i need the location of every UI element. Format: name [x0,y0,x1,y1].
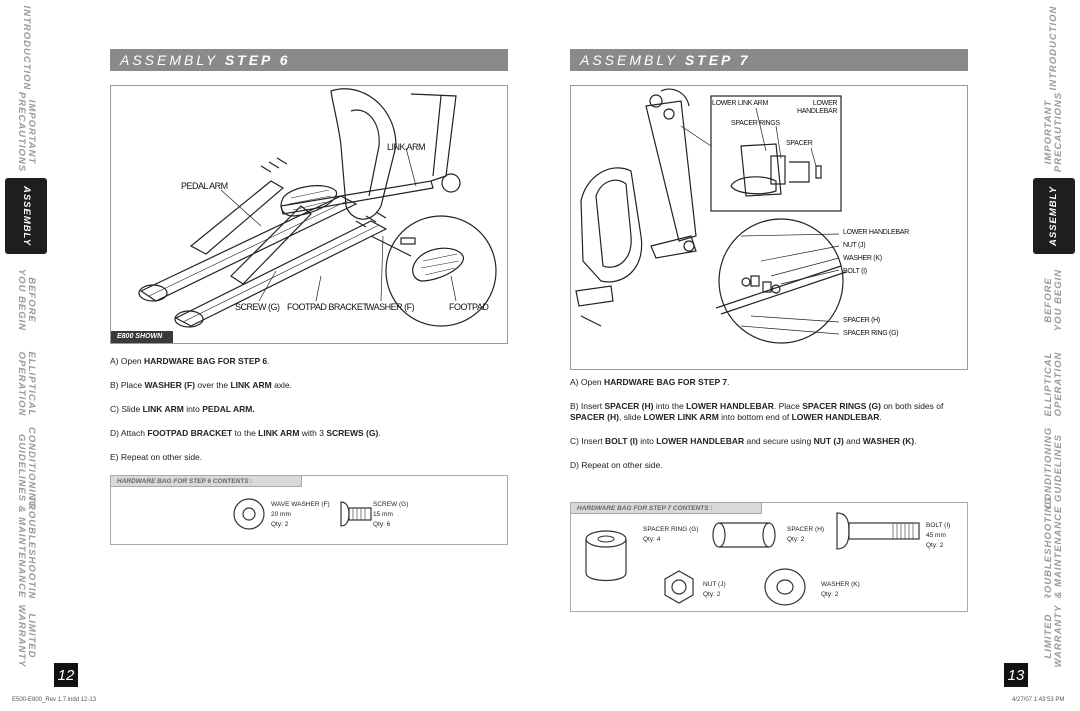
step-7-instructions: A) Open HARDWARE BAG FOR STEP 7. B) Inse… [570,377,970,484]
spacer-ring-icon [585,530,627,582]
label-washer: WASHER (F) [366,302,415,312]
step-6d: D) Attach FOOTPAD BRACKET to the LINK AR… [110,428,381,438]
step-7-figure: LOWER LINK ARM LOWER HANDLEBAR SPACER RI… [570,85,968,370]
tab-limited-warranty[interactable]: LIMITED WARRANTY [1033,598,1075,674]
step-7d: D) Repeat on other side. [570,460,663,470]
screw-g-size: 15 mm [373,511,393,518]
step-6a: A) Open HARDWARE BAG FOR STEP 6. [110,356,270,366]
right-section-tabs: INTRODUCTION IMPORTANT PRECAUTIONS ASSEM… [1033,6,1075,682]
step-6-hardware-box: HARDWARE BAG FOR STEP 6 CONTENTS : WAVE … [110,475,508,545]
label-footpad-bracket: FOOTPAD BRACKET [287,302,368,312]
step-7-hardware-box: HARDWARE BAG FOR STEP 7 CONTENTS : SPACE… [570,502,968,612]
label-spacer-ring-g: SPACER RING (G) [843,330,899,337]
washer-k-name: WASHER (K) [821,581,860,588]
step-6-header: ASSEMBLY STEP 6 [110,49,508,71]
bolt-i-name: BOLT (I) [926,522,951,529]
tab-conditioning-guidelines[interactable]: CONDITIONING GUIDELINES [1033,427,1075,509]
label-pedal-arm: PEDAL ARM [181,181,228,191]
model-shown-badge: E800 SHOWN [111,331,173,343]
label-spacer-h: SPACER (H) [843,317,880,324]
nut-j-qty: Qty: 2 [703,591,721,598]
nut-icon [664,570,694,604]
tab-assembly[interactable]: ASSEMBLY [1033,178,1075,254]
label-link-arm: LINK ARM [387,142,426,152]
tab-introduction[interactable]: INTRODUCTION [5,6,47,90]
tab-limited-warranty[interactable]: LIMITED WARRANTY [5,598,47,674]
bolt-icon [836,512,920,550]
hardware-title: HARDWARE BAG FOR STEP 7 CONTENTS : [570,502,762,514]
washer-k-icon [764,568,806,606]
handlebar-assembly-illustration [575,88,847,344]
left-section-tabs: INTRODUCTION IMPORTANT PRECAUTIONS ASSEM… [5,6,47,682]
footer-filename: E500-E800_Rev 1.7.indd 12-13 [12,697,97,703]
label-spacer: SPACER [786,140,813,147]
tab-important-precautions[interactable]: IMPORTANT PRECAUTIONS [1033,92,1075,172]
label-bolt: BOLT (I) [843,268,867,275]
footer-timestamp: 4/27/07 1:43:53 PM [1012,697,1065,703]
washer-f-qty: Qty: 2 [271,521,289,528]
spacer-h-qty: Qty: 2 [787,536,805,543]
tab-elliptical-operation[interactable]: ELLIPTICAL OPERATION [5,346,47,422]
label-nut: NUT (J) [843,242,866,249]
step-6c: C) Slide LINK ARM into PEDAL ARM. [110,404,255,414]
bolt-i-qty: Qty: 2 [926,542,944,549]
tab-conditioning-guidelines[interactable]: CONDITIONING GUIDELINES [5,427,47,509]
spacer-h-name: SPACER (H) [787,526,825,533]
elliptical-pedal-illustration [138,88,497,328]
washer-k-qty: Qty: 2 [821,591,839,598]
page-number-left: 12 [54,663,78,687]
label-lower-handlebar-inset: LOWER HANDLEBAR [797,100,838,115]
spacer-ring-g-qty: Qty: 4 [643,536,661,543]
tab-assembly[interactable]: ASSEMBLY [5,178,47,254]
step-7a: A) Open HARDWARE BAG FOR STEP 7. [570,377,730,387]
step-6e: E) Repeat on other side. [110,452,203,462]
label-spacer-rings: SPACER RINGS [731,120,780,127]
screw-icon [340,501,372,527]
page-number-right: 13 [1004,663,1028,687]
tab-troubleshooting[interactable]: TROUBLESHOOTING & MAINTENANCE [1033,496,1075,608]
label-lower-handlebar: LOWER HANDLEBAR [843,229,909,236]
label-screw: SCREW (G) [235,302,280,312]
washer-f-size: 20 mm [271,511,291,518]
step-6-figure: LINK ARM PEDAL ARM SCREW (G) FOOTPAD BRA… [110,85,508,344]
step-7b: B) Insert SPACER (H) into the LOWER HAND… [570,401,944,422]
screw-g-name: SCREW (G) [373,501,409,508]
label-lower-link-arm: LOWER LINK ARM [712,100,769,107]
label-washer-k: WASHER (K) [843,255,882,262]
spacer-ring-g-name: SPACER RING (G) [643,526,699,533]
hardware-title: HARDWARE BAG FOR STEP 6 CONTENTS : [110,475,302,487]
nut-j-name: NUT (J) [703,581,726,588]
label-footpad: FOOTPAD [449,302,489,312]
step-6b: B) Place WASHER (F) over the LINK ARM ax… [110,380,293,390]
spacer-tube-icon [712,522,776,548]
tab-before-you-begin[interactable]: BEFORE YOU BEGIN [5,262,47,338]
step-7c: C) Insert BOLT (I) into LOWER HANDLEBAR … [570,436,917,446]
step-7-header: ASSEMBLY STEP 7 [570,49,968,71]
tab-important-precautions[interactable]: IMPORTANT PRECAUTIONS [5,92,47,172]
step-6-instructions: A) Open HARDWARE BAG FOR STEP 6. B) Plac… [110,356,508,476]
tab-elliptical-operation[interactable]: ELLIPTICAL OPERATION [1033,346,1075,422]
washer-f-name: WAVE WASHER (F) [271,501,330,508]
bolt-i-size: 45 mm [926,532,946,539]
tab-troubleshooting[interactable]: TROUBLESHOOTING & MAINTENANCE [5,496,47,608]
screw-g-qty: Qty: 6 [373,521,391,528]
wave-washer-icon [233,498,265,530]
tab-introduction[interactable]: INTRODUCTION [1033,6,1075,90]
tab-before-you-begin[interactable]: BEFORE YOU BEGIN [1033,262,1075,338]
